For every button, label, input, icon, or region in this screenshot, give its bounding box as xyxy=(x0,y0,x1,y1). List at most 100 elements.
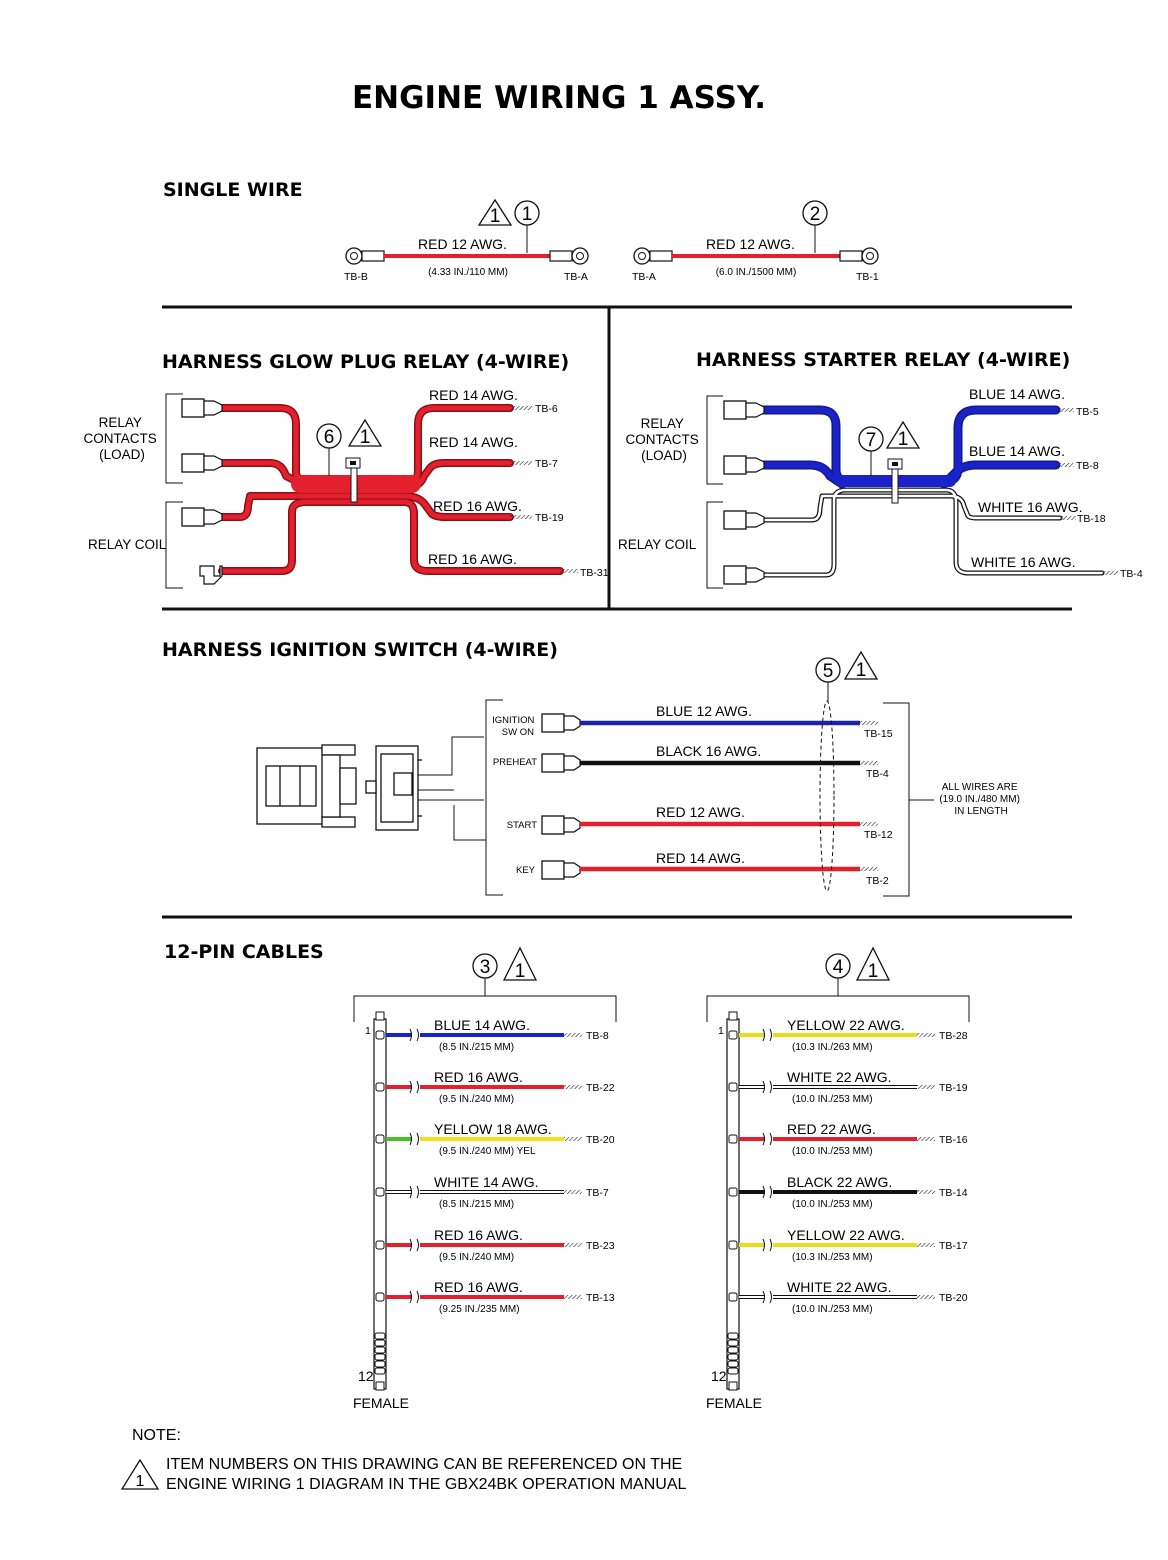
pin-slot xyxy=(374,1339,386,1347)
note-ref-number: 1 xyxy=(856,660,867,681)
break-mark xyxy=(762,1290,772,1304)
wire-label: RED 16 AWG. xyxy=(428,551,517,567)
bracket xyxy=(706,501,723,589)
item-number: 3 xyxy=(480,957,491,978)
pin-socket xyxy=(728,1292,738,1302)
note-ref-triangle: 1 xyxy=(347,418,383,448)
single-wire-2: 2 RED 12 AWG. (6.0 IN./1500 MM) TB-A TB-… xyxy=(632,200,879,283)
stripped-end xyxy=(510,461,532,465)
item-callout: 5 xyxy=(815,657,841,702)
wire-length: (9.5 IN./240 MM) xyxy=(439,1094,514,1105)
connector-latch xyxy=(728,1011,738,1021)
pin-label: PREHEAT xyxy=(493,757,537,768)
terminal-tag: TB-7 xyxy=(586,1187,609,1199)
cable-wire: WHITE 22 AWG.(10.0 IN./253 MM)TB-19 xyxy=(728,1069,968,1105)
leads xyxy=(418,736,486,841)
blade-connector xyxy=(541,713,581,733)
note-line-2: ENGINE WIRING 1 DIAGRAM IN THE GBX24BK O… xyxy=(166,1476,686,1493)
connector-label: FEMALE xyxy=(353,1395,409,1411)
wire-length: (6.0 IN./1500 MM) xyxy=(716,267,797,278)
pin-socket xyxy=(728,1187,738,1197)
wire-bundle xyxy=(218,404,564,575)
note-ref-number: 1 xyxy=(490,206,501,227)
item-callout: 7 xyxy=(858,426,884,476)
break-mark xyxy=(762,1238,772,1252)
label-line: IN LENGTH xyxy=(954,806,1007,817)
terminal-tag: TB-A xyxy=(564,271,588,283)
stripped-end xyxy=(1056,408,1074,412)
bracket xyxy=(883,702,934,897)
wire-length: (9.25 IN./235 MM) xyxy=(439,1304,520,1315)
spade-connector xyxy=(723,400,765,420)
terminal-tag: TB-23 xyxy=(586,1240,615,1252)
break-mark xyxy=(409,1080,419,1094)
wire-length: (10.0 IN./253 MM) xyxy=(792,1094,873,1105)
spade-connector xyxy=(723,455,765,475)
connector-latch xyxy=(375,1011,385,1021)
section-dividers xyxy=(162,305,1072,919)
connector-latch xyxy=(375,1381,385,1391)
pin-label: KEY xyxy=(516,865,536,876)
pin-socket xyxy=(728,1134,738,1144)
terminal-tag: TB-17 xyxy=(939,1240,968,1252)
spade-connector xyxy=(723,565,765,585)
pin-socket xyxy=(375,1030,385,1040)
wire-length: (10.0 IN./253 MM) xyxy=(792,1146,873,1157)
cable-wire: RED 16 AWG.(9.25 IN./235 MM)TB-13 xyxy=(375,1279,615,1315)
bracket xyxy=(353,978,617,1022)
item-number: 6 xyxy=(324,427,335,448)
length-note: ALL WIRES ARE (19.0 IN./480 MM) IN LENGT… xyxy=(939,782,1022,817)
pin-socket xyxy=(375,1292,385,1302)
pin-socket xyxy=(728,1082,738,1092)
ring-terminal-left xyxy=(633,247,673,265)
stripped-end xyxy=(564,1243,582,1247)
wire-label: RED 22 AWG. xyxy=(787,1121,876,1137)
terminal-tag: TB-14 xyxy=(939,1187,968,1199)
terminal-tag: TB-13 xyxy=(586,1292,615,1304)
cable-wire: BLUE 14 AWG.(8.5 IN./215 MM)TB-8 xyxy=(375,1017,609,1053)
wire-length: (10.3 IN./263 MM) xyxy=(792,1042,873,1053)
terminal-tag: TB-4 xyxy=(1120,568,1143,580)
pin-slot xyxy=(374,1360,386,1368)
break-mark xyxy=(409,1290,419,1304)
wire-label: YELLOW 18 AWG. xyxy=(434,1121,552,1137)
break-mark xyxy=(762,1132,772,1146)
pin-slot xyxy=(727,1360,739,1368)
wire-length: (9.5 IN./240 MM) YEL xyxy=(439,1146,536,1157)
item-callout: 2 xyxy=(802,200,828,253)
socket-body xyxy=(365,745,422,831)
label-line: CONTACTS xyxy=(625,432,698,447)
terminal-tag: TB-19 xyxy=(939,1082,968,1094)
blade-connector xyxy=(541,815,581,835)
note-ref-number: 1 xyxy=(360,427,371,448)
break-mark xyxy=(762,1185,772,1199)
blade-connector xyxy=(541,860,581,880)
terminal-tag: TB-28 xyxy=(939,1030,968,1042)
wire-label: RED 12 AWG. xyxy=(706,236,795,252)
group-label-coil: RELAY COIL xyxy=(88,537,167,552)
stripped-end xyxy=(860,822,878,826)
pin-slot xyxy=(374,1332,386,1340)
wire-label: RED 16 AWG. xyxy=(434,1069,523,1085)
cable-wire: RED 16 AWG.(9.5 IN./240 MM)TB-23 xyxy=(375,1227,615,1263)
break-mark xyxy=(762,1028,772,1042)
wire-label: WHITE 14 AWG. xyxy=(434,1174,539,1190)
stripped-end xyxy=(1056,463,1074,467)
wire-label: RED 12 AWG. xyxy=(656,804,745,820)
break-mark xyxy=(409,1185,419,1199)
item-callout: 1 xyxy=(514,200,540,253)
label-line: (LOAD) xyxy=(99,447,145,462)
cable-wire: RED 16 AWG.(9.5 IN./240 MM)TB-22 xyxy=(375,1069,615,1105)
single-wire-heading: SINGLE WIRE xyxy=(163,179,303,201)
note-ref-triangle xyxy=(502,946,538,981)
wire-label: WHITE 16 AWG. xyxy=(971,554,1076,570)
wire-length: (4.33 IN./110 MM) xyxy=(428,267,508,278)
note-ref-triangle: 1 xyxy=(885,420,921,450)
terminal-tag: TB-15 xyxy=(864,728,893,740)
flag-connector xyxy=(199,565,223,585)
glow-plug-harness: RELAY CONTACTS (LOAD) RELAY COIL xyxy=(83,387,609,589)
terminal-tag: TB-6 xyxy=(535,403,558,415)
